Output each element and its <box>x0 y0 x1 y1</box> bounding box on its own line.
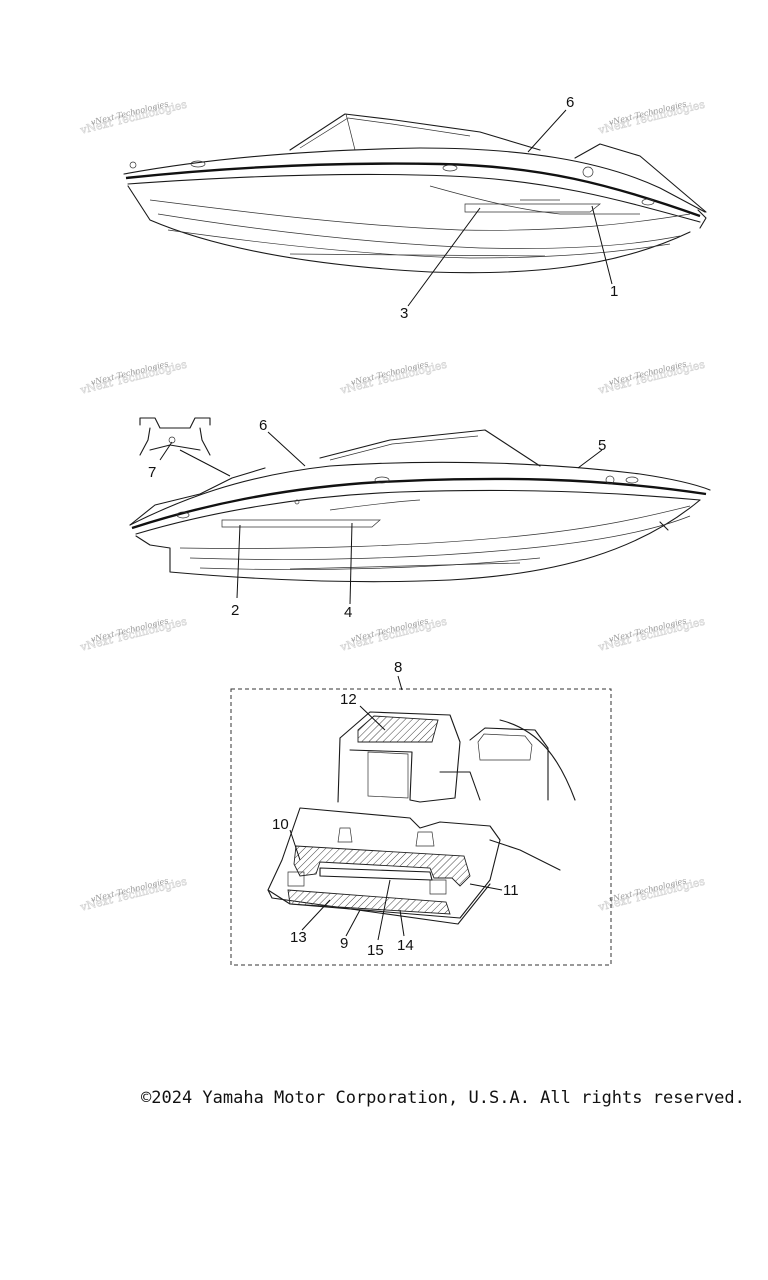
watermark-9: vNext Technologies vNext Technologies <box>78 874 189 914</box>
callout-13: 13 <box>290 929 307 946</box>
callout-3: 3 <box>400 305 408 322</box>
boat-starboard-view <box>123 113 707 274</box>
leader-lines <box>159 109 613 941</box>
callout-12: 12 <box>340 691 357 708</box>
callout-14: 14 <box>397 937 414 954</box>
watermark-3: vNext Technologies vNext Technologies <box>78 357 189 397</box>
watermark-4: vNext Technologies vNext Technologies <box>338 357 449 397</box>
copyright-notice: ©2024 Yamaha Motor Corporation, U.S.A. A… <box>141 1088 745 1108</box>
watermark-layer: vNext Technologies vNext Technologies vN… <box>78 97 707 914</box>
callout-5: 5 <box>598 437 606 454</box>
floor-mat-area <box>267 807 561 925</box>
boat-port-view <box>129 429 711 583</box>
callout-11: 11 <box>503 882 519 899</box>
callout-4: 4 <box>344 604 352 621</box>
callout-1: 1 <box>610 283 618 300</box>
watermark-6: vNext Technologies vNext Technologies <box>78 614 189 654</box>
callout-15: 15 <box>367 942 384 959</box>
mat-kit-detail-box <box>230 688 612 966</box>
callout-9: 9 <box>340 935 348 952</box>
callout-labels: 1 2 3 4 5 6 6 7 8 9 10 11 12 13 14 15 <box>148 94 618 959</box>
inset-detail-7 <box>139 417 211 456</box>
watermark-8: vNext Technologies vNext Technologies <box>596 614 707 654</box>
callout-7: 7 <box>148 464 156 481</box>
watermark-1: vNext Technologies vNext Technologies <box>78 97 189 137</box>
watermark-10: vNext Technologies vNext Technologies <box>596 874 707 914</box>
callout-10: 10 <box>272 816 289 833</box>
seat-mat-area <box>337 711 576 803</box>
watermark-2: vNext Technologies vNext Technologies <box>596 97 707 137</box>
callout-8: 8 <box>394 659 402 676</box>
callout-6-bottom: 6 <box>259 417 267 434</box>
watermark-5: vNext Technologies vNext Technologies <box>596 357 707 397</box>
watermark-7: vNext Technologies vNext Technologies <box>338 614 449 654</box>
callout-2: 2 <box>231 602 239 619</box>
callout-6-top: 6 <box>566 94 574 111</box>
